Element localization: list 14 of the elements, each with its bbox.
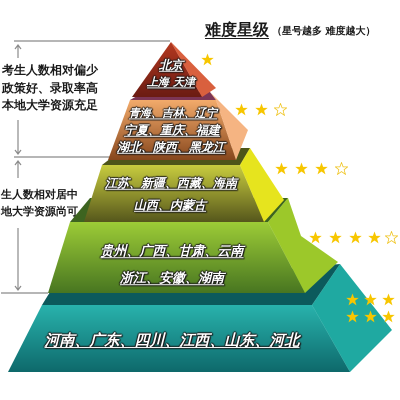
province-list: 浙江、安徽、湖南	[120, 271, 224, 287]
province-list: 湖北、陕西、黑龙江	[117, 140, 225, 154]
province-list: 山西、内蒙古	[134, 198, 206, 212]
province-list: 河南、广东、四川、江西、山东、河北	[44, 331, 300, 349]
title: 难度星级	[205, 20, 269, 40]
province-list: 青海、吉林、辽宁	[129, 106, 217, 120]
note-text: 考生人数相对偏少政策好、录取率高本地大学资源充足	[2, 62, 99, 114]
province-list: 宁夏、重庆、福建	[124, 122, 220, 138]
province-list: 贵州、广西、甘肃、云南	[100, 244, 244, 260]
province-list: 江苏、新疆、西藏、海南	[105, 176, 237, 190]
subtitle: （星号越多 难度越大）	[272, 26, 376, 38]
province-list: 北京	[159, 58, 183, 72]
province-list: 上海 天津	[147, 75, 195, 89]
note-text: 生人数相对居中地大学资源尚可	[1, 187, 79, 220]
